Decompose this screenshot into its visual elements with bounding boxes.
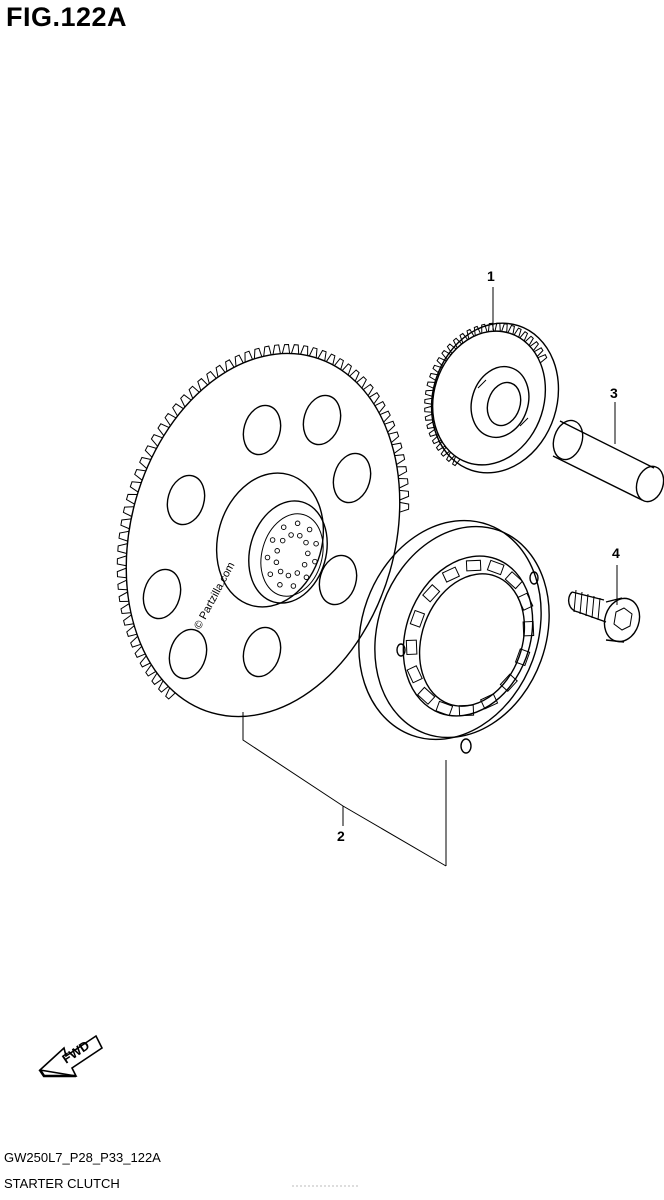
figure-title: FIG.122A — [6, 2, 128, 32]
gear-hole — [318, 554, 358, 606]
hub-roller — [312, 558, 318, 565]
hub-roller — [305, 550, 311, 557]
hub-roller — [301, 561, 308, 568]
callout-3: 3 — [610, 385, 618, 401]
callout-lines — [242, 287, 618, 867]
hub-roller — [273, 559, 280, 566]
callout-1: 1 — [487, 268, 495, 284]
part-2-starter-gear[interactable] — [85, 321, 441, 749]
gear-teeth — [116, 343, 410, 700]
gear-hole — [142, 568, 182, 620]
hub-roller — [277, 582, 283, 588]
hub-roller — [303, 574, 310, 581]
gear-hole — [242, 404, 282, 456]
gear-hole — [332, 452, 372, 504]
hub-roller — [306, 526, 313, 533]
gear-hole — [166, 474, 206, 526]
clutch-roller — [441, 566, 461, 583]
diagram-caption: STARTER CLUTCH — [4, 1176, 120, 1191]
hub-roller — [280, 524, 287, 530]
clutch-roller — [406, 665, 423, 684]
clutch-roller — [409, 609, 426, 628]
clutch-roller — [514, 648, 531, 667]
part-1-starter-idle-gear[interactable] — [413, 307, 578, 490]
callout-2: 2 — [337, 828, 345, 844]
hub-roller — [288, 532, 294, 538]
hub-roller — [313, 540, 319, 547]
hub-roller — [267, 571, 274, 577]
clutch-roller — [499, 673, 518, 692]
hub-roller — [294, 520, 301, 527]
watermark-text: © Partzilla.com — [192, 560, 237, 631]
hub-roller — [274, 548, 280, 554]
gear-teeth — [424, 322, 548, 467]
hub-roller — [297, 532, 303, 539]
clutch-roller — [422, 584, 441, 603]
part-4-bolt[interactable] — [567, 589, 645, 646]
clutch-roller — [458, 704, 475, 717]
part-2-one-way-clutch[interactable] — [329, 495, 578, 766]
clutch-roller — [416, 686, 436, 705]
gear-hole — [242, 626, 282, 678]
hub-roller — [285, 572, 292, 579]
hub-roller — [294, 570, 301, 576]
hub-roller — [277, 568, 284, 575]
hub-roller — [264, 554, 271, 561]
callout-4: 4 — [612, 545, 620, 561]
part-3-shaft[interactable] — [549, 417, 664, 505]
fwd-arrow-icon: FWD — [38, 1034, 104, 1078]
clutch-roller — [465, 559, 482, 572]
hub-roller — [279, 537, 286, 544]
clutch-roller — [522, 620, 535, 637]
clutch-roller — [479, 693, 499, 710]
hub-roller — [269, 537, 276, 543]
clutch-roller — [405, 639, 418, 656]
hub-roller — [290, 583, 297, 589]
diagram-reference-code: GW250L7_P28_P33_122A — [4, 1150, 161, 1165]
gear-hole — [168, 628, 208, 680]
gear-hole — [302, 394, 342, 446]
clutch-roller — [435, 700, 454, 717]
hub-roller — [303, 539, 309, 546]
clutch-roller — [486, 559, 505, 576]
clutch-roller — [517, 592, 534, 611]
clutch-roller — [504, 571, 524, 590]
